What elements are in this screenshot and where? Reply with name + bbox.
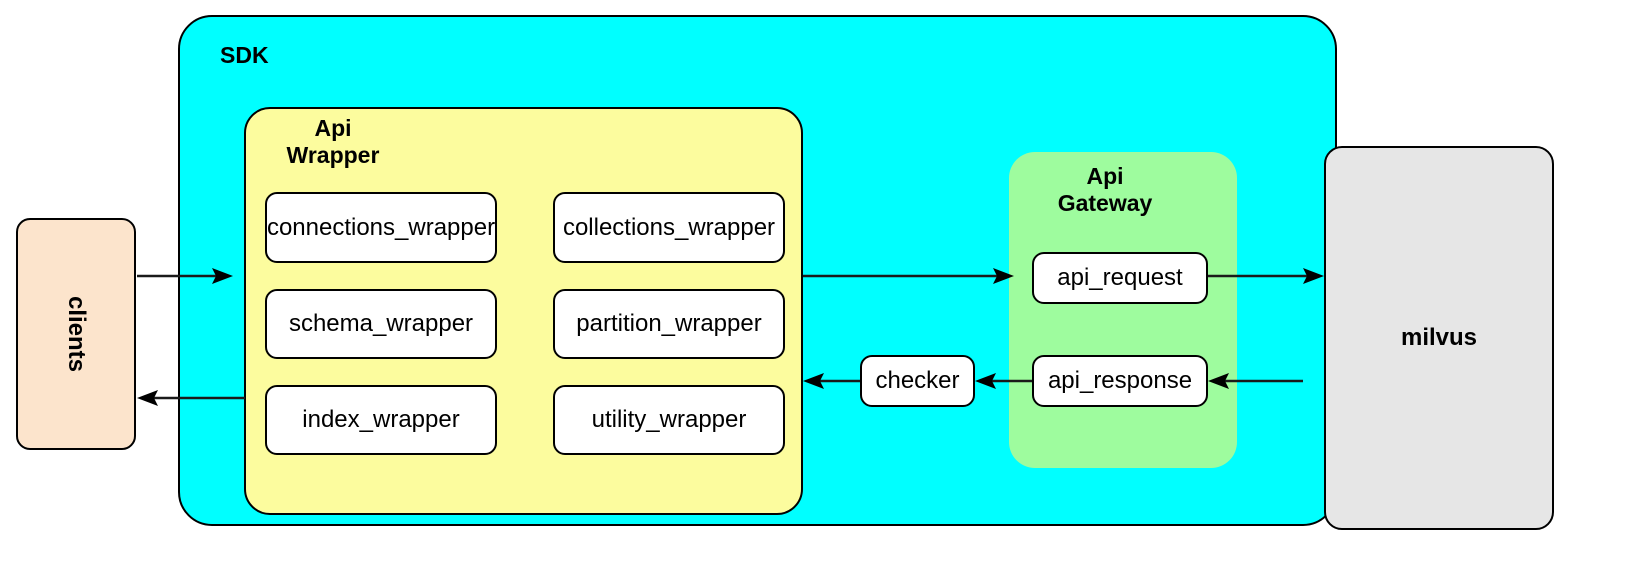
container-sdk-label: SDK: [220, 42, 269, 68]
container-api-wrapper-label: Api Wrapper: [286, 115, 380, 169]
node-index-wrapper[interactable]: index_wrapper: [265, 385, 497, 455]
node-milvus[interactable]: milvus: [1324, 146, 1554, 530]
node-collections-wrapper[interactable]: collections_wrapper: [553, 192, 785, 263]
node-connections-wrapper[interactable]: connections_wrapper: [265, 192, 497, 263]
node-clients[interactable]: clients: [16, 218, 136, 450]
node-schema-wrapper[interactable]: schema_wrapper: [265, 289, 497, 359]
node-partition-wrapper[interactable]: partition_wrapper: [553, 289, 785, 359]
node-api-response[interactable]: api_response: [1032, 355, 1208, 407]
node-api-request[interactable]: api_request: [1032, 252, 1208, 304]
node-checker[interactable]: checker: [860, 355, 975, 407]
node-utility-wrapper[interactable]: utility_wrapper: [553, 385, 785, 455]
container-api-gateway: [1009, 152, 1237, 468]
container-api-gateway-label: Api Gateway: [1057, 163, 1153, 217]
node-clients-label: clients: [63, 295, 90, 373]
